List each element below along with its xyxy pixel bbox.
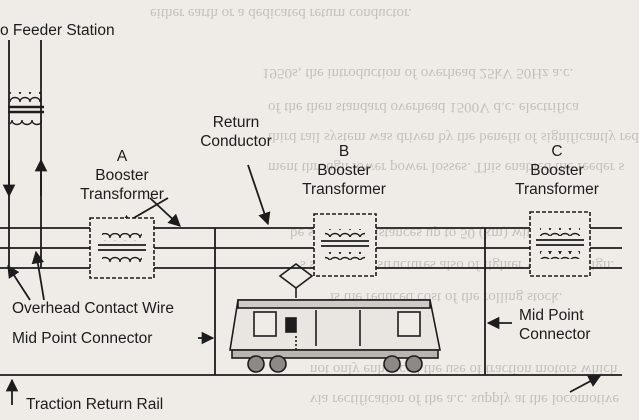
- return-conductor-label: Return Conductor: [188, 113, 284, 151]
- feeder-transformer-icon: [8, 92, 44, 128]
- booster-b-label: B Booster Transformer: [292, 142, 396, 199]
- return-conductor-label-line1: Return: [212, 114, 260, 131]
- mid-point-connector-right-line1: Mid Point: [519, 307, 584, 324]
- locomotive-icon: [229, 263, 441, 373]
- booster-a-line2: Transformer: [80, 186, 164, 203]
- booster-b-line2: Transformer: [302, 181, 386, 198]
- traction-return-rail-label: Traction Return Rail: [26, 396, 164, 413]
- booster-b-letter: B: [338, 143, 350, 160]
- mid-point-connector-left-label: Mid Point Connector: [12, 330, 153, 347]
- booster-a-line1: Booster: [95, 167, 149, 184]
- booster-a-label: A Booster Transformer: [70, 147, 174, 204]
- booster-c-letter: C: [551, 143, 563, 160]
- overhead-contact-wire-label: Overhead Contact Wire: [12, 300, 174, 317]
- mid-point-connector-right-label: Mid Point Connector: [519, 306, 591, 344]
- booster-c-line1: Booster: [530, 162, 584, 179]
- mid-point-connector-right-line2: Connector: [519, 326, 591, 343]
- diagram-drawing: [0, 40, 622, 405]
- booster-c-line2: Transformer: [515, 181, 599, 198]
- feeder-station-label: o Feeder Station: [0, 22, 115, 39]
- booster-transformer-a-icon: [89, 217, 155, 279]
- booster-transformer-c-icon: [529, 211, 591, 277]
- booster-transformer-b-icon: [313, 213, 377, 277]
- diagram-canvas: either earth or a dedicated return condu…: [0, 5, 639, 413]
- booster-b-line1: Booster: [317, 162, 371, 179]
- booster-c-label: C Booster Transformer: [503, 142, 611, 199]
- return-conductor-label-line2: Conductor: [200, 133, 272, 150]
- booster-a-letter: A: [116, 148, 128, 165]
